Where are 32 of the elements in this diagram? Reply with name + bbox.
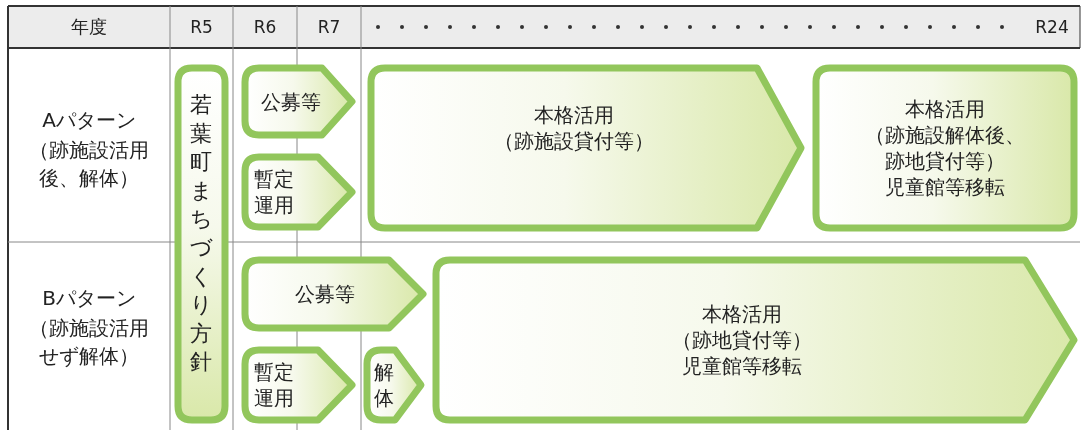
row-label: Bパターン (41, 285, 137, 312)
step-label: 児童館等移転 (885, 174, 1005, 200)
step-label: 公募等 (295, 281, 355, 307)
row-note: （跡施設活用せず解体） (28, 315, 150, 370)
phase-block (362, 345, 426, 425)
year-label: R6 (252, 16, 278, 39)
phase-block (240, 63, 357, 140)
step-label: 解体 (373, 359, 396, 411)
year-label: R7 (316, 16, 342, 39)
step-label: 暫定運用 (252, 166, 295, 218)
row-label: Aパターン (41, 107, 137, 134)
step-label: 児童館等移転 (681, 353, 802, 379)
step-label: 公募等 (260, 88, 321, 115)
row-note: （跡施設活用後、解体） (28, 137, 150, 192)
step-label: 本格活用 (905, 96, 985, 122)
header-label: 年度 (70, 15, 108, 39)
phase-block (240, 152, 357, 232)
step-label: 若葉町まちづくり方針 (188, 91, 214, 377)
phase-block (366, 63, 806, 233)
step-label: 本格活用 (534, 102, 614, 128)
policy-bar (173, 63, 230, 425)
phase-block (431, 255, 1079, 425)
step-label: （跡地貸付等） (671, 327, 812, 353)
phase-block (240, 255, 428, 333)
step-label: （跡施設貸付等） (494, 128, 654, 154)
step-label: （跡施設解体後、跡地貸付等） (864, 122, 1026, 174)
year-label: R24 (1034, 16, 1070, 39)
phase-block (811, 63, 1079, 233)
phase-block (240, 345, 357, 425)
step-label: 暫定運用 (252, 359, 295, 411)
year-label: R5 (189, 16, 214, 39)
step-label: 本格活用 (701, 301, 782, 327)
